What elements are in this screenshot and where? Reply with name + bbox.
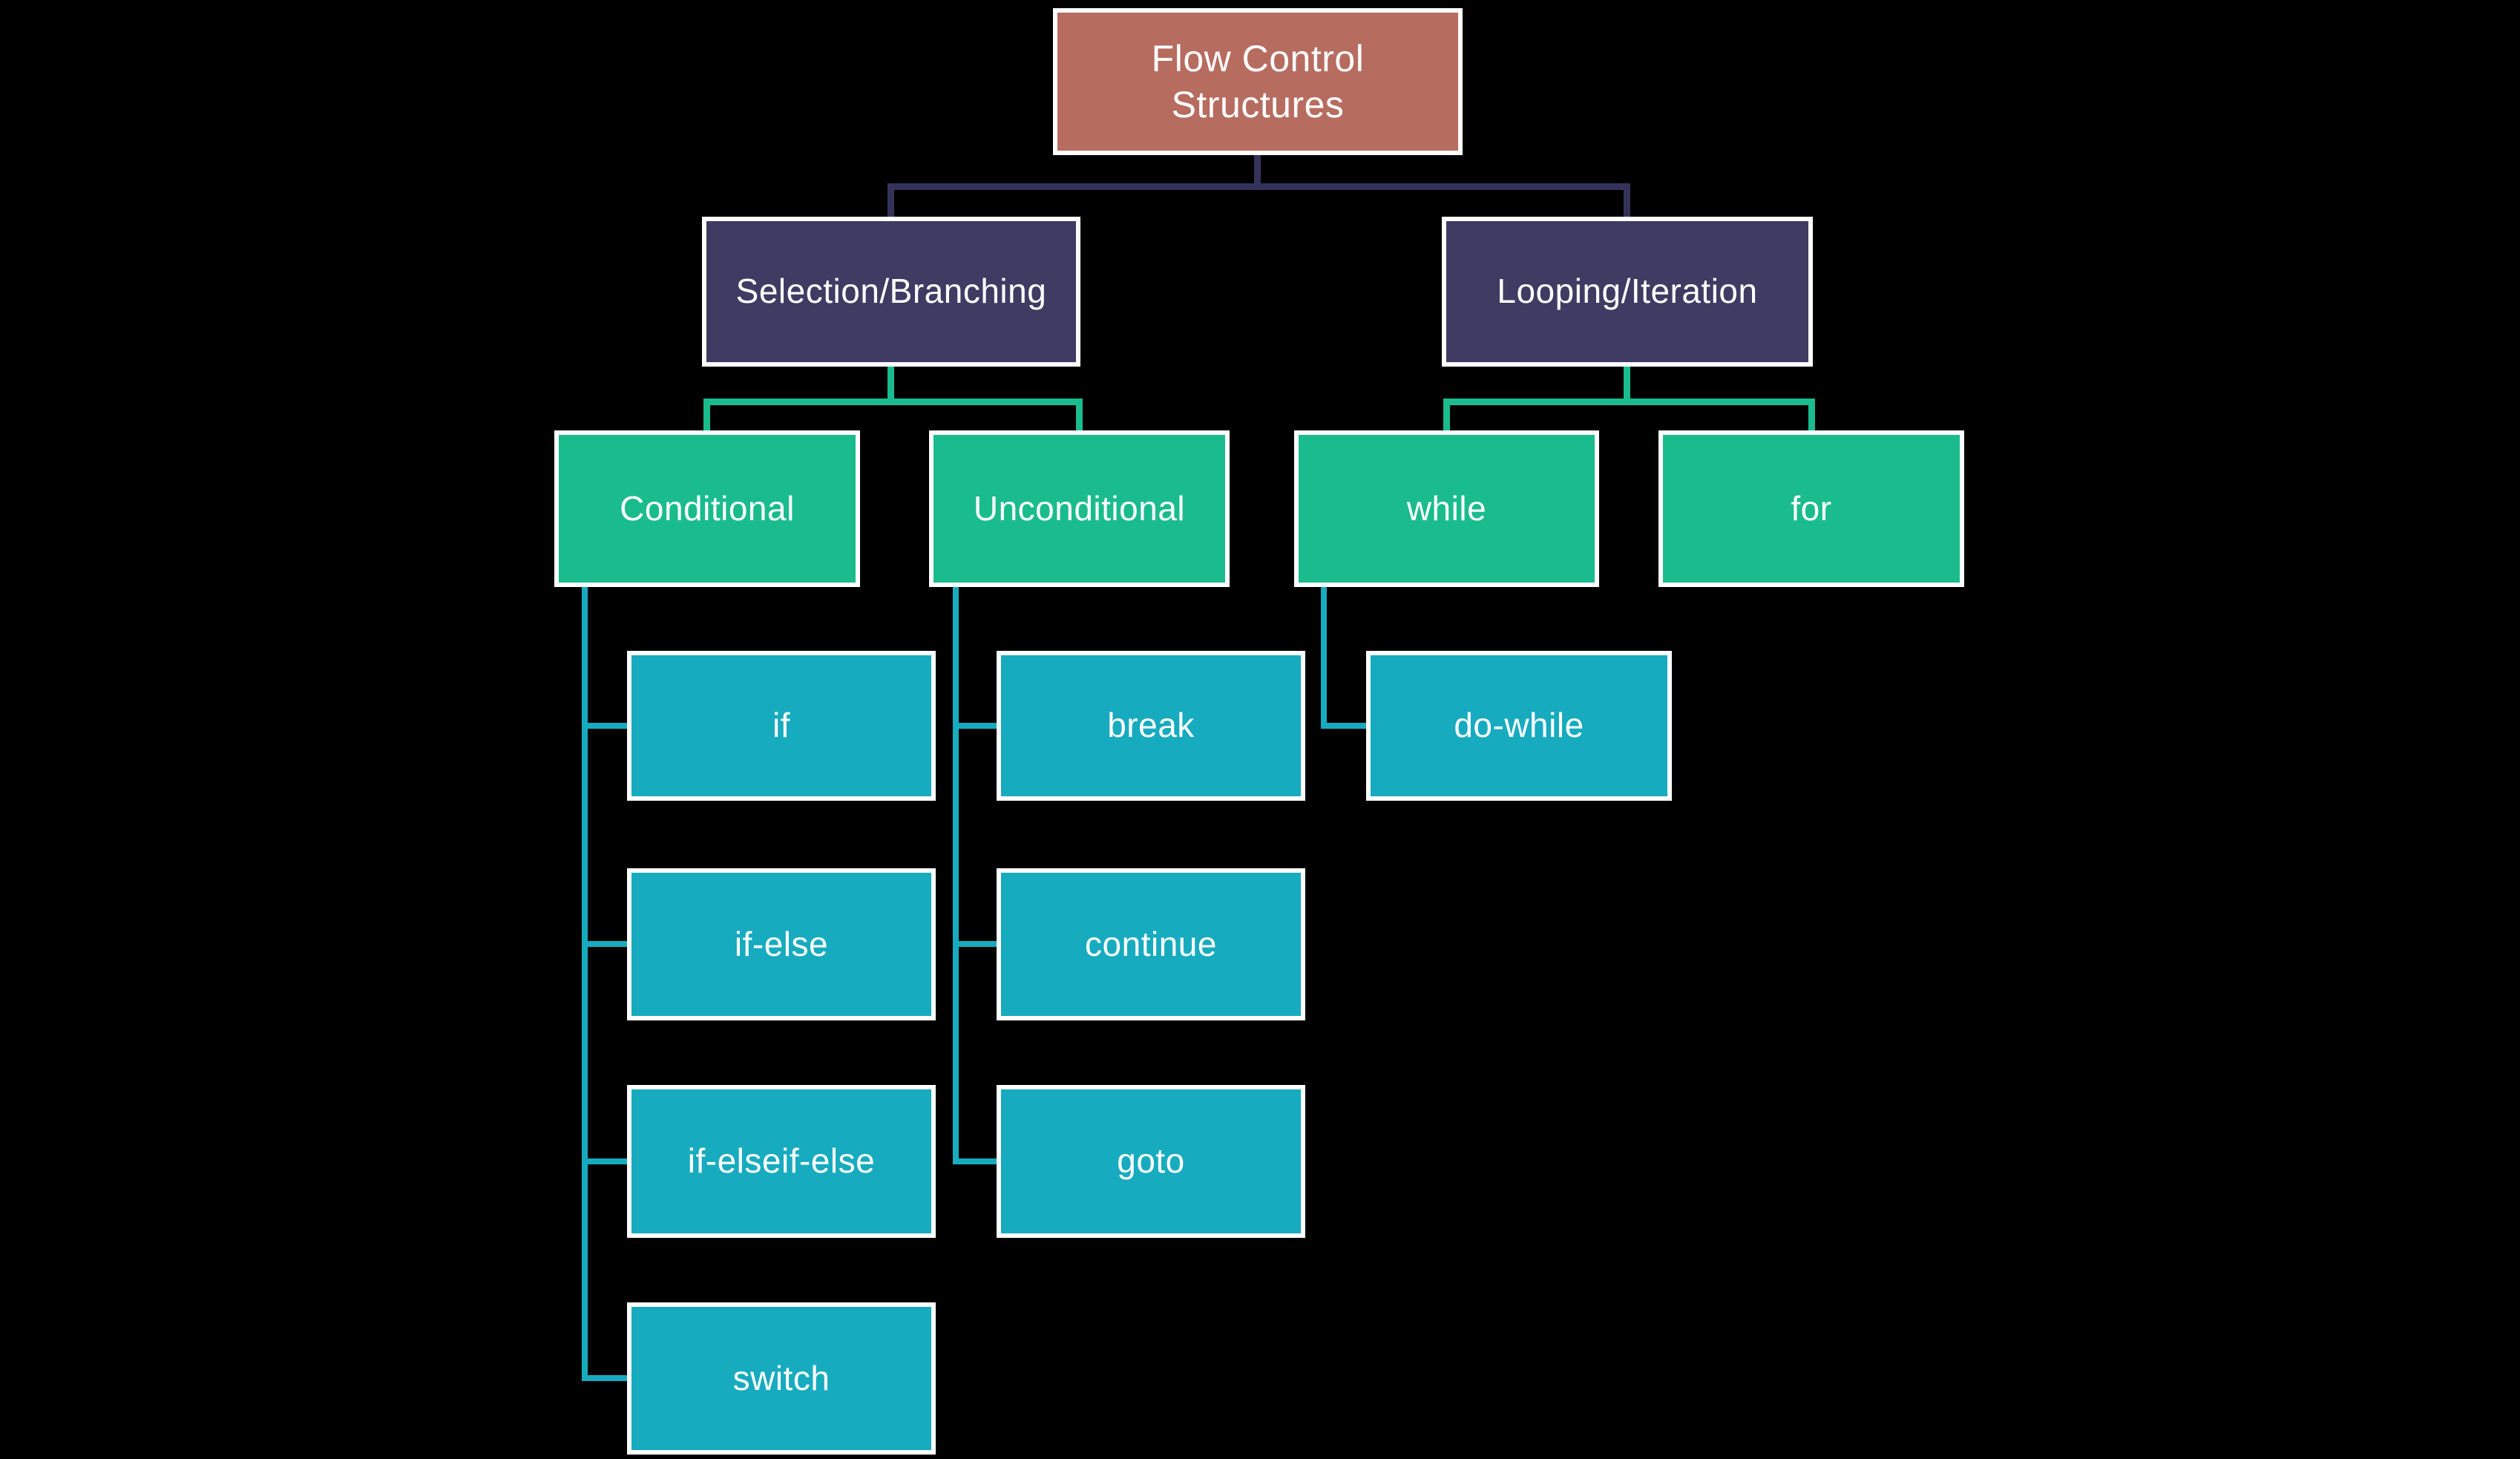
connector-root-stub — [1254, 152, 1261, 187]
node-switch-label: switch — [732, 1358, 830, 1397]
connector-looping-stub — [1624, 365, 1630, 401]
node-goto: goto — [997, 1085, 1305, 1238]
connector-unconditional-rail — [953, 587, 959, 1164]
node-looping-iteration-label: Looping/Iteration — [1497, 272, 1758, 311]
connector-while-rail — [1321, 587, 1327, 729]
node-flow-control-structures-label: Flow Control Structures — [1151, 37, 1365, 126]
node-if-elseif-else-label: if-elseif-else — [687, 1141, 876, 1181]
connector-stub-switch — [582, 1375, 629, 1381]
node-if: if — [627, 651, 936, 801]
node-looping-iteration: Looping/Iteration — [1442, 217, 1813, 367]
connector-selection-stub — [887, 365, 894, 401]
connector-while-drop — [1443, 399, 1450, 433]
node-if-else-label: if-else — [734, 924, 829, 963]
node-for: for — [1658, 430, 1964, 587]
node-conditional-label: Conditional — [620, 488, 795, 528]
connector-stub-if-else — [582, 941, 629, 947]
node-switch: switch — [627, 1302, 936, 1455]
connector-stub-if — [582, 723, 629, 729]
connector-unconditional-drop — [1076, 399, 1083, 433]
node-conditional: Conditional — [554, 430, 860, 587]
node-selection-branching: Selection/Branching — [702, 217, 1080, 367]
connector-for-drop — [1808, 399, 1815, 433]
node-do-while: do-while — [1366, 651, 1672, 801]
node-goto-label: goto — [1117, 1141, 1185, 1181]
node-break-label: break — [1107, 706, 1195, 745]
connector-level2-bar — [887, 183, 1630, 190]
connector-stub-goto — [953, 1158, 998, 1164]
connector-conditional-drop — [703, 399, 710, 433]
connector-selection-drop — [887, 183, 894, 219]
node-flow-control-structures: Flow Control Structures — [1053, 8, 1463, 155]
connector-selection-children-bar — [703, 399, 1083, 405]
node-while: while — [1294, 430, 1599, 587]
node-unconditional-label: Unconditional — [973, 488, 1186, 528]
node-break: break — [997, 651, 1305, 801]
node-for-label: for — [1791, 488, 1832, 528]
node-unconditional: Unconditional — [929, 430, 1230, 587]
connector-stub-continue — [953, 941, 998, 947]
node-while-label: while — [1406, 488, 1487, 528]
node-if-elseif-else: if-elseif-else — [627, 1085, 936, 1238]
node-selection-branching-label: Selection/Branching — [735, 272, 1047, 311]
connector-stub-do-while — [1321, 723, 1368, 729]
connector-looping-drop — [1624, 183, 1630, 219]
node-continue-label: continue — [1085, 924, 1217, 963]
node-continue: continue — [997, 868, 1305, 1020]
connector-conditional-rail — [582, 587, 588, 1381]
connector-looping-children-bar — [1443, 399, 1815, 405]
connector-stub-if-elseif-else — [582, 1158, 629, 1164]
node-if-else: if-else — [627, 868, 936, 1020]
connector-stub-break — [953, 723, 998, 729]
node-do-while-label: do-while — [1454, 706, 1584, 745]
node-if-label: if — [772, 706, 790, 745]
